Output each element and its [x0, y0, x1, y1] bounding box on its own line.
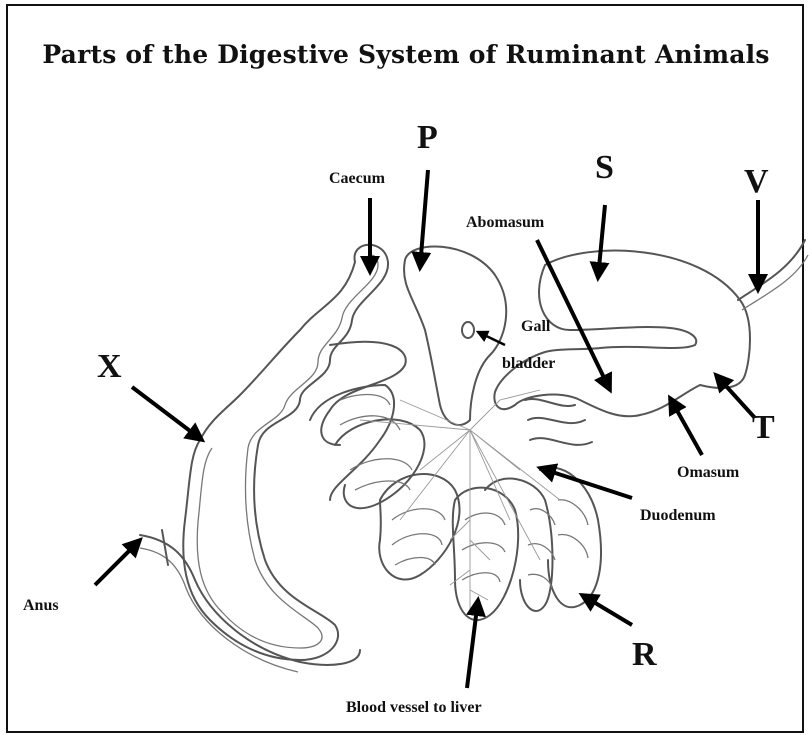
- arrow-anus: [95, 540, 140, 585]
- large-intestine-outline: [183, 245, 388, 660]
- label-v: V: [744, 163, 769, 200]
- small-intestine-loops: [310, 342, 601, 620]
- anus-band: [162, 530, 168, 565]
- duodenum-coil: [525, 399, 592, 445]
- blood-vessels: [360, 390, 560, 610]
- label-abomasum: Abomasum: [466, 214, 545, 231]
- label-x: X: [97, 348, 122, 385]
- label-bladder: bladder: [502, 355, 555, 372]
- label-p: P: [417, 119, 438, 156]
- label-r: R: [632, 636, 657, 673]
- arrow-s: [598, 205, 605, 278]
- arrow-duodenum: [540, 468, 632, 498]
- rectum-outline: [140, 535, 360, 665]
- arrow-t: [716, 375, 755, 418]
- arrow-x: [132, 387, 202, 440]
- arrow-blood-vessel: [467, 600, 478, 688]
- gall-bladder-shape: [462, 322, 474, 338]
- label-anus: Anus: [23, 597, 59, 614]
- large-intestine-inner: [197, 255, 378, 648]
- label-blood-vessel: Blood vessel to liver: [346, 699, 482, 716]
- arrow-omasum: [670, 398, 702, 455]
- label-caecum: Caecum: [329, 170, 386, 187]
- label-duodenum: Duodenum: [640, 507, 716, 524]
- arrow-p: [420, 170, 428, 268]
- label-s: S: [595, 149, 614, 186]
- pancreas-lobe: [404, 246, 506, 425]
- label-omasum: Omasum: [677, 464, 740, 481]
- arrow-r: [582, 595, 632, 625]
- label-t: T: [752, 409, 775, 446]
- esophagus-inner: [742, 255, 808, 310]
- label-gall: Gall: [521, 318, 551, 335]
